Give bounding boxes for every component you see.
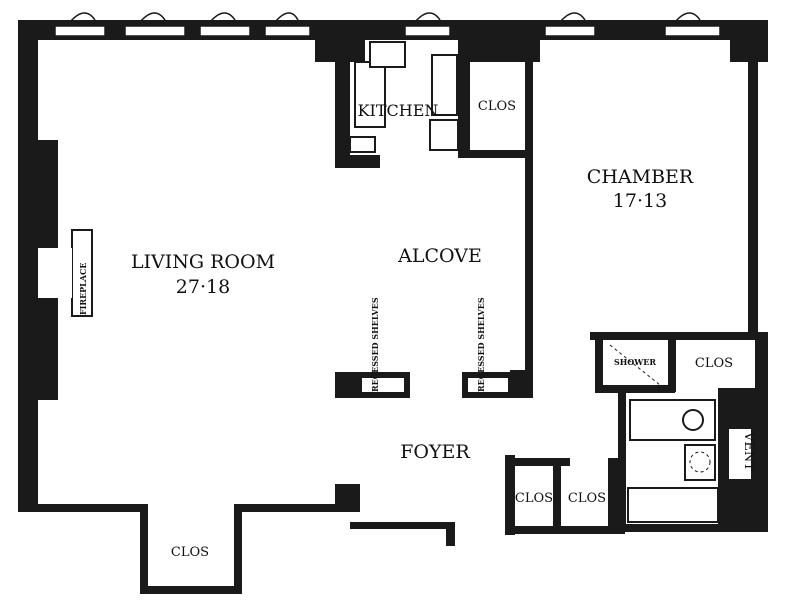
- fixtures: [38, 41, 755, 523]
- sink: [429, 119, 459, 151]
- window-swings: [69, 12, 701, 23]
- counter: [349, 136, 376, 153]
- toilet: [682, 409, 704, 431]
- closet-foyer-label-2: CLOS: [568, 491, 606, 506]
- sink-basin: [684, 444, 716, 481]
- shelves-label-right: RECESSED SHELVES: [476, 297, 486, 392]
- shower-label: SHOWER: [614, 357, 656, 367]
- vent-box: [727, 427, 753, 481]
- kitchen-label: KITCHEN: [358, 101, 439, 120]
- windows: [54, 25, 721, 37]
- closet-kitchen-label: CLOS: [478, 99, 516, 114]
- chamber-dims: 17·13: [613, 190, 667, 212]
- fireplace-label: FIREPLACE: [78, 263, 88, 315]
- chamber-label: CHAMBER: [587, 166, 694, 188]
- closet-living-label: CLOS: [171, 545, 209, 560]
- counter-right: [431, 54, 458, 116]
- closet-chamber-label: CLOS: [695, 356, 733, 371]
- vent-label: VENT: [741, 431, 756, 471]
- hearth: [38, 248, 72, 298]
- refrigerator: [369, 41, 406, 68]
- shelves-label-left: RECESSED SHELVES: [370, 297, 380, 392]
- living-room-label: LIVING ROOM: [131, 251, 275, 273]
- bathtub: [627, 487, 719, 523]
- labels: LIVING ROOM 27·18 CHAMBER 17·13 ALCOVE K…: [78, 99, 756, 560]
- walls: [18, 12, 768, 594]
- stove: [354, 61, 386, 128]
- closet-foyer-label-1: CLOS: [515, 491, 553, 506]
- living-room-dims: 27·18: [176, 276, 230, 298]
- shower-diagonal: [609, 344, 661, 386]
- foyer-label: FOYER: [400, 441, 470, 463]
- alcove-label: ALCOVE: [397, 245, 482, 267]
